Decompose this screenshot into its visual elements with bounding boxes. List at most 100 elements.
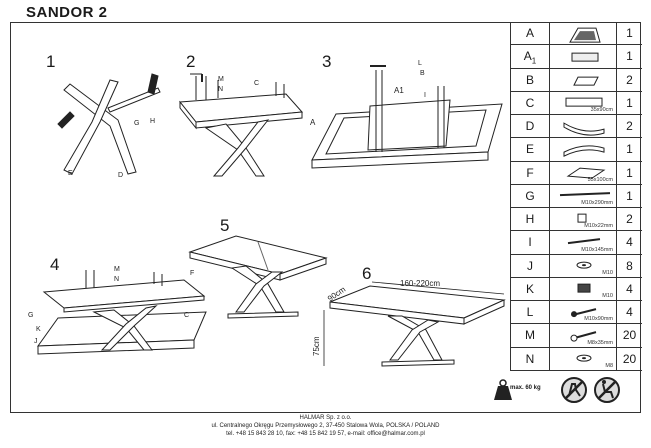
dimension-length: 160-220cm — [400, 279, 441, 288]
callout-k: K — [36, 326, 41, 333]
step-5-illustration — [188, 224, 328, 324]
callout-c: C — [254, 80, 260, 87]
part-quantity: 1 — [626, 165, 633, 180]
part-size: M10x145mm — [581, 246, 613, 253]
callout-m-step4: M — [114, 266, 120, 273]
no-standing-icon — [561, 377, 587, 403]
part-icon — [565, 97, 603, 107]
part-quantity: 1 — [626, 49, 633, 64]
part-code-letter: A — [525, 26, 534, 40]
callout-n-step4: N — [114, 276, 120, 283]
callout-d: D — [118, 172, 124, 179]
part-size: M8 — [605, 362, 613, 369]
weight-icon — [494, 379, 512, 400]
part-size: 55x100cm — [587, 176, 613, 183]
part-quantity: 4 — [626, 281, 633, 296]
step-number-2: 2 — [186, 52, 196, 71]
part-illustration — [550, 22, 617, 45]
part-code-letter: G — [525, 188, 535, 203]
part-illustration — [550, 115, 617, 138]
step-4-illustration — [34, 266, 214, 362]
dimension-height: 75cm — [312, 336, 321, 356]
part-code-subscript: 1 — [531, 56, 537, 66]
part-quantity: 8 — [626, 258, 633, 273]
callout-j: J — [34, 338, 38, 345]
part-code: I — [511, 231, 550, 254]
part-row: L M10x90mm 4 — [511, 301, 642, 325]
part-size: M10x22mm — [584, 223, 613, 230]
part-icon — [563, 122, 605, 136]
step-number-4: 4 — [50, 255, 60, 274]
part-icon — [566, 167, 606, 179]
part-icon — [571, 52, 599, 62]
part-code-letter: M — [525, 328, 535, 343]
step-2-illustration — [176, 72, 306, 182]
part-quantity: 2 — [626, 72, 633, 87]
part-icon — [567, 238, 601, 245]
part-row: I M10x145mm 4 — [511, 231, 642, 255]
part-icon — [569, 27, 601, 43]
callout-c-step4: C — [184, 312, 190, 319]
part-illustration: M8 — [550, 347, 617, 370]
part-quantity: 20 — [622, 351, 637, 366]
footer-company: HALMAR Sp. z o.o. — [299, 415, 352, 421]
no-sitting-icon — [594, 377, 620, 403]
part-illustration: M8x35mm — [550, 324, 617, 347]
callout-e: E — [68, 170, 73, 177]
part-code: A1 — [511, 45, 550, 68]
part-illustration — [550, 45, 617, 68]
part-code-letter: J — [527, 258, 533, 273]
callout-g-step4: G — [28, 312, 34, 319]
part-quantity: 4 — [626, 235, 633, 250]
part-code: D — [511, 115, 550, 138]
part-row: M M8x35mm 20 — [511, 324, 642, 348]
callout-h: H — [150, 118, 156, 125]
part-icon — [577, 213, 587, 223]
part-icon — [563, 145, 605, 158]
part-code: K — [511, 277, 550, 301]
part-illustration: M10x90mm — [550, 301, 617, 324]
footer: HALMAR Sp. z o.o. ul. Centralnego Okręgu… — [0, 414, 651, 438]
part-code-letter: B — [525, 72, 534, 87]
part-code-letter: L — [526, 305, 534, 320]
footer-address: ul. Centralnego Okręgu Przemysłowego 2, … — [211, 423, 440, 429]
callout-a: A — [310, 118, 316, 127]
part-illustration: M10x290mm — [550, 184, 617, 208]
callout-m: M — [218, 76, 224, 83]
part-illustration: M10 — [550, 277, 617, 301]
part-illustration — [550, 68, 617, 91]
part-code-letter: K — [525, 281, 534, 296]
callout-b: B — [420, 70, 425, 77]
step-number-5: 5 — [220, 216, 230, 235]
part-code: C — [511, 91, 550, 115]
part-illustration: 55x100cm — [550, 161, 617, 184]
part-code-letter: N — [525, 351, 535, 366]
part-size: M10x290mm — [581, 200, 613, 207]
part-size: M10 — [602, 293, 613, 300]
part-quantity: 20 — [622, 328, 637, 343]
part-size: 35x90cm — [590, 107, 613, 114]
part-code-letter: I — [528, 235, 532, 250]
part-illustration: M10 — [550, 254, 617, 277]
part-code: N — [511, 347, 550, 370]
callout-a1: A1 — [394, 86, 404, 95]
callout-g: G — [134, 120, 140, 127]
callout-l: L — [418, 60, 422, 67]
part-icon — [576, 354, 592, 362]
part-code-letter: C — [525, 95, 535, 110]
part-icon — [571, 308, 597, 318]
part-code: E — [511, 138, 550, 161]
part-code-letter: H — [525, 212, 535, 227]
part-quantity: 4 — [626, 305, 633, 320]
part-row: N M8 20 — [511, 347, 642, 371]
part-quantity: 2 — [626, 119, 633, 134]
part-code-letter: E — [525, 142, 534, 157]
